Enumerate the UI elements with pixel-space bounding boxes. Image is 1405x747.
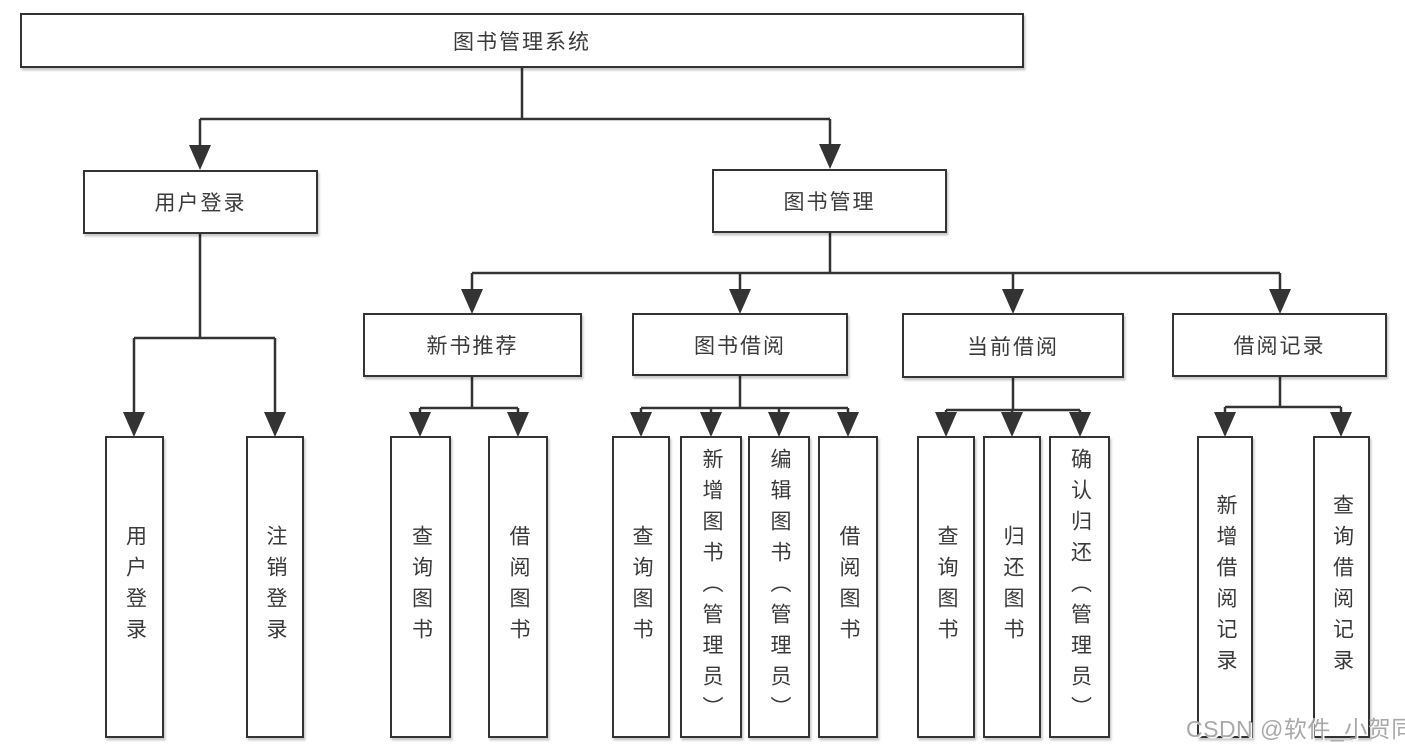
node-query-books-3: 查询图书 bbox=[917, 436, 975, 738]
node-new-book-recommendation-label: 新书推荐 bbox=[426, 335, 519, 358]
node-query-books-2-label: 查询图书 bbox=[630, 525, 653, 649]
node-user-login-group-label: 用户登录 bbox=[154, 192, 247, 215]
node-add-borrow-record-label: 新增借阅记录 bbox=[1214, 494, 1237, 680]
node-add-borrow-record: 新增借阅记录 bbox=[1197, 436, 1253, 738]
node-logout: 注销登录 bbox=[246, 436, 304, 738]
node-return-books-label: 归还图书 bbox=[1001, 525, 1024, 649]
arrowhead-icons bbox=[123, 144, 1352, 437]
connector-path bbox=[132, 67, 1343, 433]
node-new-book-recommendation: 新书推荐 bbox=[363, 313, 582, 377]
node-book-borrowing-label: 图书借阅 bbox=[694, 334, 786, 358]
node-query-books-1-label: 查询图书 bbox=[409, 525, 433, 649]
node-query-borrow-record-label: 查询借阅记录 bbox=[1330, 494, 1354, 680]
node-user-login-group: 用户登录 bbox=[83, 170, 318, 234]
node-query-books-2: 查询图书 bbox=[612, 436, 670, 738]
node-current-borrowing-label: 当前借阅 bbox=[967, 335, 1059, 359]
node-logout-label: 注销登录 bbox=[264, 525, 287, 649]
node-add-books-admin-label: 新增图书（管理员） bbox=[700, 447, 723, 727]
watermark: CSDN @软件_小贺同学 bbox=[1186, 716, 1405, 742]
node-borrowing-records: 借阅记录 bbox=[1172, 313, 1387, 377]
node-book-borrowing: 图书借阅 bbox=[632, 313, 848, 376]
node-query-borrow-record: 查询借阅记录 bbox=[1313, 436, 1370, 738]
node-borrow-books-2: 借阅图书 bbox=[818, 436, 878, 738]
node-query-books-3-label: 查询图书 bbox=[935, 525, 958, 649]
node-return-books: 归还图书 bbox=[983, 436, 1041, 738]
node-borrow-books-2-label: 借阅图书 bbox=[837, 525, 860, 649]
node-library-system-label: 图书管理系统 bbox=[453, 30, 591, 54]
node-user-login: 用户登录 bbox=[105, 436, 164, 738]
node-edit-books-admin-label: 编辑图书（管理员） bbox=[768, 447, 791, 727]
node-borrowing-records-label: 借阅记录 bbox=[1233, 335, 1326, 358]
node-borrow-books-1: 借阅图书 bbox=[488, 436, 548, 738]
node-confirm-return-admin-label: 确认归还（管理员） bbox=[1068, 447, 1092, 727]
node-query-books-1: 查询图书 bbox=[390, 436, 451, 738]
node-edit-books-admin: 编辑图书（管理员） bbox=[748, 436, 810, 738]
node-book-management: 图书管理 bbox=[712, 169, 947, 233]
node-library-system: 图书管理系统 bbox=[20, 13, 1024, 68]
node-add-books-admin: 新增图书（管理员） bbox=[680, 436, 742, 738]
node-user-login-label: 用户登录 bbox=[123, 525, 147, 649]
node-book-management-label: 图书管理 bbox=[783, 191, 876, 214]
node-confirm-return-admin: 确认归还（管理员） bbox=[1049, 436, 1110, 738]
node-borrow-books-1-label: 借阅图书 bbox=[507, 525, 530, 649]
node-current-borrowing: 当前借阅 bbox=[902, 313, 1124, 378]
